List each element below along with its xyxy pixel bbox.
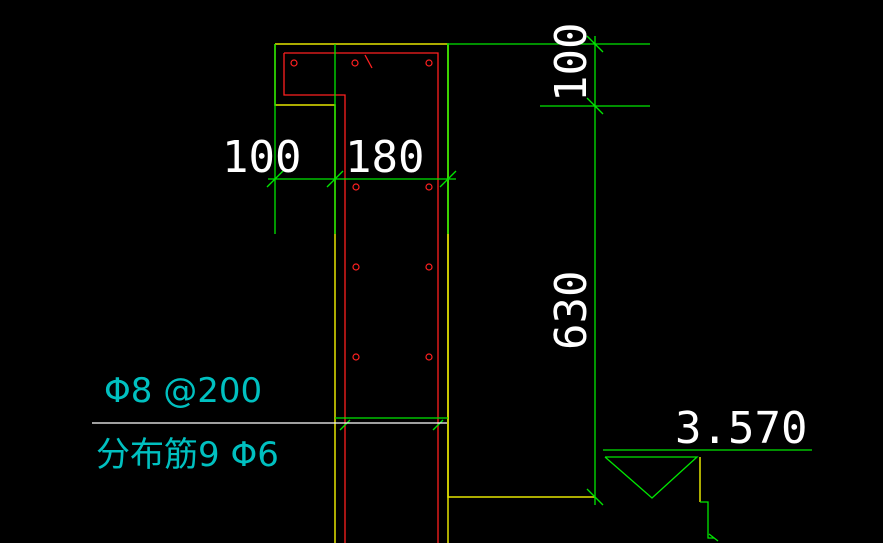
rebar-note: Φ8 @200 — [104, 371, 262, 411]
dim-top-height: 100 — [546, 23, 597, 102]
concrete-outline — [274, 43, 701, 543]
elevation-label: 3.570 — [675, 403, 807, 454]
rebar-lines — [283, 52, 439, 543]
rebar-points — [290, 59, 433, 361]
dim-wall-width: 180 — [345, 132, 424, 183]
dim-left-width: 100 — [222, 132, 301, 183]
dim-side-height: 630 — [546, 271, 597, 350]
distribution-note: 分布筋9 Φ6 — [96, 435, 279, 475]
dimension-lines — [266, 35, 812, 542]
